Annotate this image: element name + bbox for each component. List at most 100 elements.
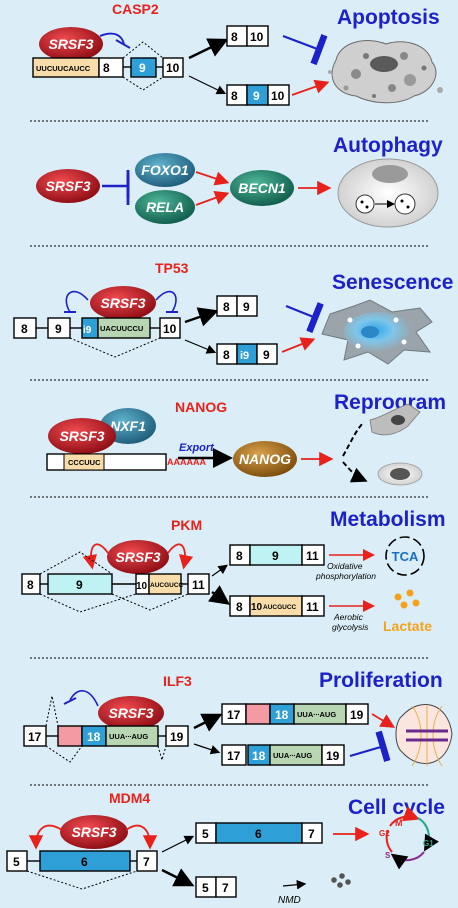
dividing-cell-icon [395,703,453,767]
tca-cycle-icon: TCA [385,536,425,576]
motif-nanog: CCCUUC [68,458,101,467]
motif-casp2: UUCUUCAUCC [36,64,91,73]
senescent-cell-icon [321,299,433,365]
export-label: Export [179,442,215,454]
title-proliferation: Proliferation [319,669,443,692]
srsf3-label: SRSF3 [48,36,93,52]
exon-10-box [159,317,181,339]
isoform-exon-8-label: 8 [223,300,230,314]
phase-g1: G1 [423,839,434,848]
gene-label-nanog: NANOG [175,399,227,415]
isoform-exon-19 [345,703,369,725]
oxphos-label-1: Oxidative [327,561,363,571]
stem-cell-icon [377,462,423,486]
promote-curve-right [167,543,194,570]
arrow-p1 [193,713,223,732]
splice-dash-bottom [69,337,161,358]
promote-curve-left [82,543,109,570]
splice-dash-top [39,551,113,575]
inhibit-bar [115,39,131,49]
autophagy-cell-icon [337,158,439,228]
srsf3-label: SRSF3 [108,705,153,721]
isoform-motif-ilf3: UUA∙∙∙AUG [273,751,312,760]
panel-proliferation: ILF3 Proliferation SRSF3 17 18 UUA∙∙∙AUG… [23,669,453,767]
promote-arrow [291,79,330,96]
phase-m: M [395,818,403,828]
arrow-include [188,75,227,95]
isoform-exon-11-label: 11 [306,600,319,614]
foxo1-protein [135,153,195,187]
exon-7-box [136,850,158,872]
rela-label: RELA [146,199,184,215]
promote-curve-left [28,824,63,850]
inhibit-curve [99,32,125,45]
arrow-splice [184,307,219,327]
isoform-exon-5-label: 5 [202,827,209,841]
exon-5-label: 5 [13,855,20,869]
arrow-m1 [211,564,228,577]
becn1-protein [230,170,294,206]
panel-senescence: TP53 Senescence SRSF3 8 9 i9 UACUUCCU 10… [13,260,453,365]
panel-autophagy: Autophagy SRSF3 FOXO1 RELA BECN1 [36,134,443,228]
isoform-exon-11 [301,595,325,617]
lactate-dots-icon [394,589,420,609]
isoform-motif-ilf3: UUA∙∙∙AUG [297,710,336,719]
exon-11-label: 11 [192,578,205,592]
exon-8-label: 8 [27,578,34,592]
isoform-intron-pink [245,703,271,725]
splice-dash-bottom [122,76,164,91]
inhibit-curve-left [65,290,89,313]
oxphos-label-2: phosphorylation [315,571,376,581]
dashed-arrow-up [342,421,365,457]
isoform-exon-9 [256,343,278,365]
isoform-motif-pkm: AUCGUCC [263,604,297,611]
exon-10-label: 10 [163,322,177,336]
arrow-nmd [282,879,307,890]
arrow-include [161,835,195,853]
isoform-exon-10 [246,25,269,47]
isoform-exon-8-label: 8 [231,89,238,103]
exon-10-label: 10 [136,581,148,592]
motif-tp53: UACUUCCU [100,324,143,333]
isoform-exon-8-label: 8 [236,549,243,563]
title-apoptosis: Apoptosis [337,6,440,29]
degraded-rna-dots-icon [331,873,351,888]
splice-dash-bottom [45,745,83,763]
isoform-exon-8-label: 8 [231,30,238,44]
exon-19-label: 19 [170,730,184,744]
srsf3-protein [48,418,116,454]
nanog-protein [233,441,297,477]
panel-cell-cycle: MDM4 Cell cycle SRSF3 5 6 7 5 6 7 5 7 NM… [6,790,445,906]
splice-dash-bottom [39,593,137,613]
inhibit-arrow [282,34,328,66]
isoform-exon-11 [301,544,325,566]
srsf3-protein [36,169,100,203]
isoform-exon-10 [267,84,290,106]
isoform-exon-6-label: 6 [255,827,262,841]
dashed-arrow-down [342,461,368,483]
nanog-label: NANOG [239,451,291,467]
title-autophagy: Autophagy [333,134,443,157]
srsf3-protein [98,696,164,730]
nxf1-label: NXF1 [110,418,146,434]
glyco-label-1: Aerobic [333,612,364,622]
lactate-label: Lactate [383,618,432,634]
isoform-exon-8-label: 8 [236,600,243,614]
exon-17-label: 17 [28,730,42,744]
arrow-p2 [193,743,221,755]
arrow-rela-becn1 [195,190,230,206]
exon-9-label: 9 [139,61,146,75]
exon-9-label: 9 [55,322,62,336]
isoform-exon-19 [321,744,345,766]
gene-label-casp2: CASP2 [112,1,159,17]
isoform-exon-10-label: 10 [271,89,285,103]
isoform-exon-19-label: 19 [326,749,340,763]
inhibit-curve [69,690,99,707]
rela-protein [135,190,195,224]
exon-11-box [187,573,210,595]
exon-19-box [165,725,189,747]
apoptotic-cell-icon [328,40,443,104]
isoform-exon-7-label: 7 [222,881,229,895]
differentiated-cell-icon [369,403,421,436]
motif-box [63,453,105,471]
